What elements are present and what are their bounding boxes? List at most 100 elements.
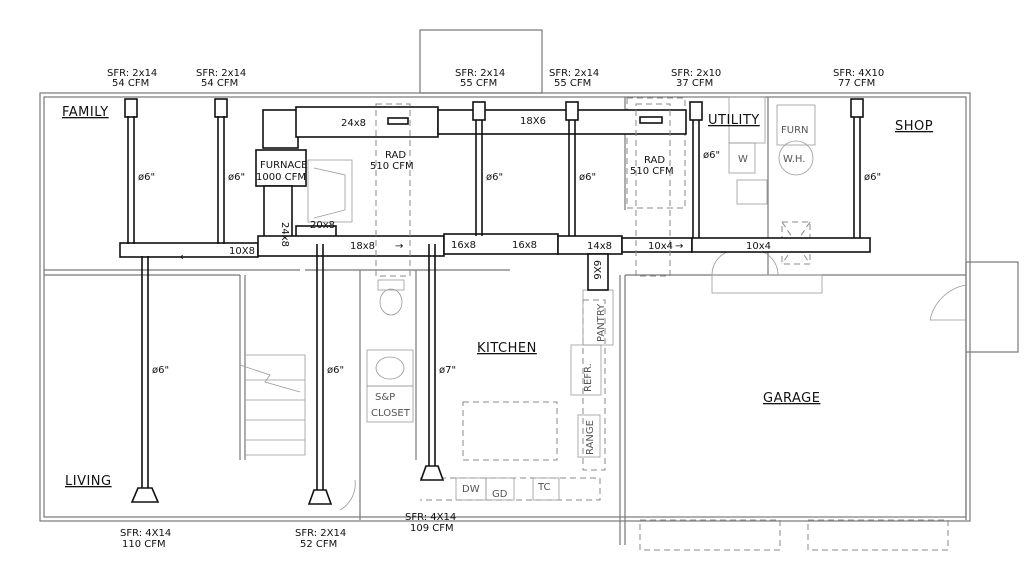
door-swing bbox=[929, 284, 967, 321]
rad-outline-right bbox=[635, 103, 671, 277]
duct-label-20x8: 20x8 bbox=[310, 220, 335, 231]
door-swing bbox=[711, 249, 736, 276]
register-cfm: 52 CFM bbox=[300, 539, 337, 550]
duct-label-16x8b: 16x8 bbox=[512, 240, 537, 251]
garage-door bbox=[639, 519, 781, 551]
refr-label: REFR. bbox=[583, 363, 594, 392]
room-garage: GARAGE bbox=[763, 391, 820, 406]
flow-arrow: → bbox=[675, 241, 683, 252]
rad-grille bbox=[639, 116, 663, 124]
duct-24x8 bbox=[295, 106, 439, 138]
furnace-cfm: 1000 CFM bbox=[256, 172, 306, 183]
register-utility bbox=[689, 101, 703, 121]
register-family2 bbox=[214, 98, 228, 118]
gd-label: GD bbox=[492, 489, 508, 500]
rad-outline-left bbox=[375, 103, 411, 277]
room-family: FAMILY bbox=[62, 105, 109, 120]
duct-label-24x8: 24x8 bbox=[341, 118, 366, 129]
x-marker-box bbox=[781, 221, 811, 265]
closet-label: CLOSET bbox=[371, 408, 411, 419]
rad-left-cfm: 510 CFM bbox=[370, 161, 414, 172]
sp-closet-box bbox=[366, 385, 414, 423]
garage-door bbox=[807, 519, 949, 551]
rad-right-name: RAD bbox=[644, 155, 665, 166]
register-cfm: 54 CFM bbox=[201, 78, 238, 89]
register-cfm: 109 CFM bbox=[410, 523, 454, 534]
furnace-name: FURNACE bbox=[260, 160, 307, 171]
furn-box bbox=[776, 104, 816, 146]
kitchen-island bbox=[462, 401, 558, 461]
register-size: SFR: 2x14 bbox=[455, 68, 505, 79]
stair-outline bbox=[245, 354, 306, 456]
register-cfm: 54 CFM bbox=[112, 78, 149, 89]
register-cfm: 55 CFM bbox=[554, 78, 591, 89]
duct-6x6 bbox=[587, 253, 609, 291]
branch-label: ø6" bbox=[327, 365, 344, 376]
vanity bbox=[366, 349, 414, 387]
kitchen-counter bbox=[420, 477, 601, 501]
branch-label: ø6" bbox=[579, 172, 596, 183]
furnace-plenum bbox=[307, 159, 353, 223]
garbage-disposal bbox=[485, 477, 515, 501]
flow-arrow: ← bbox=[180, 252, 188, 263]
ductwork bbox=[119, 103, 871, 291]
register-size: SFR: 4X10 bbox=[833, 68, 884, 79]
register-shop bbox=[850, 98, 864, 118]
duct-label-10x4a: 10x4 bbox=[648, 241, 673, 252]
tc-label: TC bbox=[537, 482, 551, 493]
branch-label: ø6" bbox=[152, 365, 169, 376]
register-size: SFR: 2x10 bbox=[671, 68, 721, 79]
utility-dash-box bbox=[626, 97, 686, 209]
furn-label: FURN bbox=[781, 125, 809, 136]
duct-label-24x8-vert: 24x8 bbox=[279, 222, 290, 247]
dryer-box bbox=[736, 179, 768, 205]
kitchen-side-counter bbox=[582, 299, 606, 471]
equipment-labels: FURNACE 1000 CFM RAD 510 CFM RAD 510 CFM bbox=[256, 150, 674, 183]
flow-arrow: → bbox=[395, 241, 403, 252]
register-cfm: 55 CFM bbox=[460, 78, 497, 89]
register-labels: SFR: 2x14 54 CFM SFR: 2x14 54 CFM SFR: 2… bbox=[107, 68, 884, 550]
register-cfm: 77 CFM bbox=[838, 78, 875, 89]
step bbox=[711, 274, 823, 294]
washer-box bbox=[728, 142, 756, 174]
branch-label: ø7" bbox=[439, 365, 456, 376]
toilet-bowl bbox=[379, 288, 403, 316]
stair-break-line bbox=[239, 364, 301, 393]
wh-label: W.H. bbox=[783, 154, 805, 165]
branch-label: ø6" bbox=[864, 172, 881, 183]
branch-label: ø6" bbox=[228, 172, 245, 183]
sink bbox=[375, 356, 405, 380]
register-size: SFR: 4X14 bbox=[120, 528, 171, 539]
washer-label: W bbox=[738, 154, 748, 165]
fixtures: S&P CLOSET DW GD TC PANTRY REFR. RANGE W… bbox=[307, 96, 816, 501]
duct-label-14x8: 14x8 bbox=[587, 241, 612, 252]
furnace-supply-stub bbox=[262, 109, 299, 149]
register-kitchen bbox=[419, 465, 445, 481]
room-shop: SHOP bbox=[895, 119, 933, 134]
duct-label-18x8: 18x8 bbox=[350, 241, 375, 252]
register-size: SFR: 2X14 bbox=[295, 528, 346, 539]
furnace-plenum-inner bbox=[313, 167, 346, 219]
rad-grille bbox=[387, 117, 409, 125]
duct-label-10x8: 10X8 bbox=[229, 246, 255, 257]
room-utility: UTILITY bbox=[708, 113, 760, 128]
register-family1 bbox=[124, 98, 138, 118]
walls bbox=[39, 29, 1019, 551]
branch-labels: ø6" ø6" ø6" ø6" ø6" ø6" ø6" ø6" ø7" bbox=[138, 150, 881, 376]
register-kit2 bbox=[565, 101, 579, 121]
duct-label-16x8a: 16x8 bbox=[451, 240, 476, 251]
branch-label: ø6" bbox=[138, 172, 155, 183]
register-size: SFR: 2x14 bbox=[549, 68, 599, 79]
rad-right-cfm: 510 CFM bbox=[630, 166, 674, 177]
refr-box bbox=[570, 344, 602, 396]
door-swing bbox=[754, 249, 779, 276]
register-hall bbox=[307, 489, 333, 505]
register-size: SFR: 2x14 bbox=[107, 68, 157, 79]
duct-label-10x4b: 10x4 bbox=[746, 241, 771, 252]
room-labels: FAMILY UTILITY SHOP KITCHEN GARAGE LIVIN… bbox=[62, 105, 933, 489]
room-kitchen: KITCHEN bbox=[477, 341, 537, 356]
range-box bbox=[577, 414, 601, 458]
furnace-box bbox=[255, 149, 307, 187]
door-swing bbox=[339, 479, 356, 511]
